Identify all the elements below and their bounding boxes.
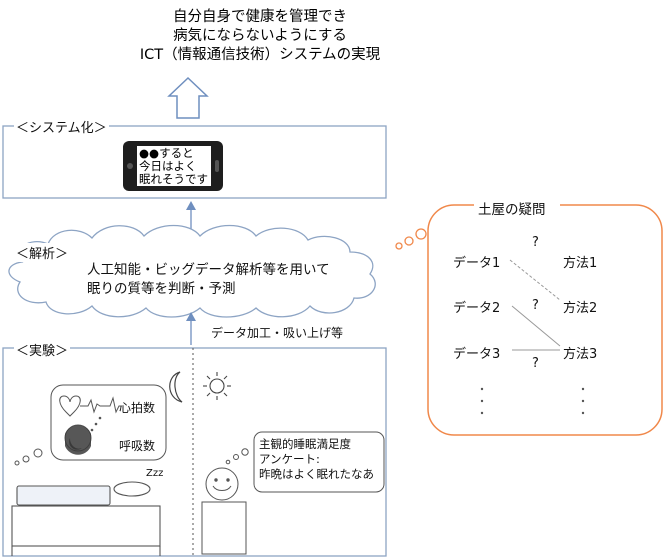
zzz-label: Zzz [146,468,164,479]
survey-line2: アンケート: [259,452,320,466]
experiment-label: ＜実験＞ [14,340,71,359]
method-3: 方法3 [563,347,598,362]
survey-line3: 昨晩はよく眠れたなあ [259,467,374,481]
analysis-cloud [8,224,376,318]
question-mark-3: ? [532,356,539,371]
goal-line2: 病気にならないようにする [173,28,347,44]
analysis-line2: 眠りの質等を判断・予測 [87,281,236,297]
arrow-to-analysis [186,312,196,345]
ellipsis-dots [480,387,585,415]
respiration-label: 呼吸数 [119,439,156,453]
person-icon [201,467,247,555]
goal-text: 自分自身で健康を管理でき 病気にならないようにする ICT（情報通信技術）システ… [0,8,520,65]
data-1: データ1 [453,256,501,271]
question-title: 土屋の疑問 [478,202,546,218]
data-3: データ3 [453,347,501,362]
moon-icon [169,371,183,403]
smartphone-icon [123,141,223,191]
survey-text: 主観的睡眠満足度 アンケート: 昨晩はよく眠れたなあ [259,437,374,482]
thought-bubble [395,242,403,250]
bed-icon [11,481,161,556]
heart-rate-label: 心拍数 [119,401,156,415]
phone-line2: 今日はよく [139,159,197,173]
sleeping-face-icon [64,416,102,455]
analysis-label: ＜解析＞ [14,243,71,262]
phone-screen-text: ●●すると 今日はよく 眠れそうです [139,147,208,186]
sun-icon [203,372,231,400]
method-2: 方法2 [563,301,598,316]
question-mark-2: ? [532,298,539,313]
system-box [2,125,387,199]
data-2: データ2 [453,301,501,316]
experiment-box [2,347,387,557]
system-label: ＜システム化＞ [14,117,109,136]
analysis-line1: 人工知能・ビッグデータ解析等を用いて [87,262,330,278]
survey-bubble [253,431,385,493]
heart-icon [59,395,122,417]
phone-line3: 眠れそうです [139,172,208,186]
question-mark-1: ? [532,235,539,250]
survey-line1: 主観的睡眠満足度 [259,437,351,451]
method-1: 方法1 [563,256,598,271]
link-data1-method2 [509,259,561,301]
goal-line3: ICT（情報通信技術）システムの実現 [139,47,381,63]
question-box [427,204,663,436]
phone-line1: ●●すると [139,146,194,160]
processing-label: データ加工・吸い上げ等 [211,326,344,340]
goal-arrow [167,76,209,119]
link-data2-method3 [511,305,561,347]
goal-line1: 自分自身で健康を管理でき [173,9,347,25]
